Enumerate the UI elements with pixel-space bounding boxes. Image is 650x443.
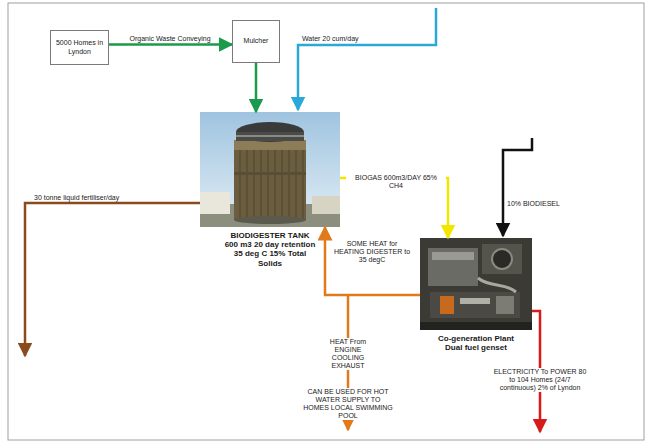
biodiesel-line bbox=[503, 138, 532, 236]
node-specs: 600 m3 20 day retention 35 deg C 15% Tot… bbox=[224, 240, 316, 268]
note-label: CAN BE USED FOR HOT WATER SUPPLY TO HOME… bbox=[300, 388, 396, 420]
flow-label: HEAT From ENGINE COOLING EXHAUST bbox=[316, 338, 380, 370]
fertiliser-line bbox=[25, 203, 200, 356]
node-heading: BIODIGESTER TANK bbox=[224, 231, 316, 240]
genset-illustration bbox=[420, 238, 532, 330]
flow-label: Water 20 cum/day bbox=[302, 35, 392, 43]
box-text: Mulcher bbox=[244, 37, 269, 45]
flow-connector bbox=[325, 227, 420, 295]
connector-label: Organic Waste Conveying bbox=[116, 35, 224, 43]
node-heading: Co-generation Plant bbox=[420, 334, 532, 343]
flow-label: 10% BIODIESEL bbox=[507, 200, 567, 208]
flow-label: ELECTRICITY To POWER 80 to 104 Homes (24… bbox=[491, 368, 589, 392]
connector-label: SOME HEAT for HEATING DIGESTER to 35 deg… bbox=[332, 240, 412, 264]
source-box: 5000 Homes in Lyndon bbox=[50, 30, 109, 65]
flow-connector bbox=[109, 43, 232, 46]
flow-label: 30 tonne liquid fertiliser/day bbox=[34, 194, 154, 202]
flow-connector bbox=[255, 63, 258, 112]
digester-node: BIODIGESTER TANK600 m3 20 day retention … bbox=[200, 112, 340, 227]
generator-node: Co-generation PlantDual fuel genset bbox=[420, 238, 532, 330]
process-box: Mulcher bbox=[232, 20, 280, 63]
tank-illustration bbox=[200, 112, 340, 227]
box-text: 5000 Homes in Lyndon bbox=[53, 39, 106, 55]
connector-label: BIOGAS 600m3/DAY 65% CH4 bbox=[346, 174, 446, 190]
page-frame bbox=[8, 3, 644, 440]
node-subtitle: Dual fuel genset bbox=[420, 343, 532, 352]
water-line bbox=[298, 8, 436, 110]
